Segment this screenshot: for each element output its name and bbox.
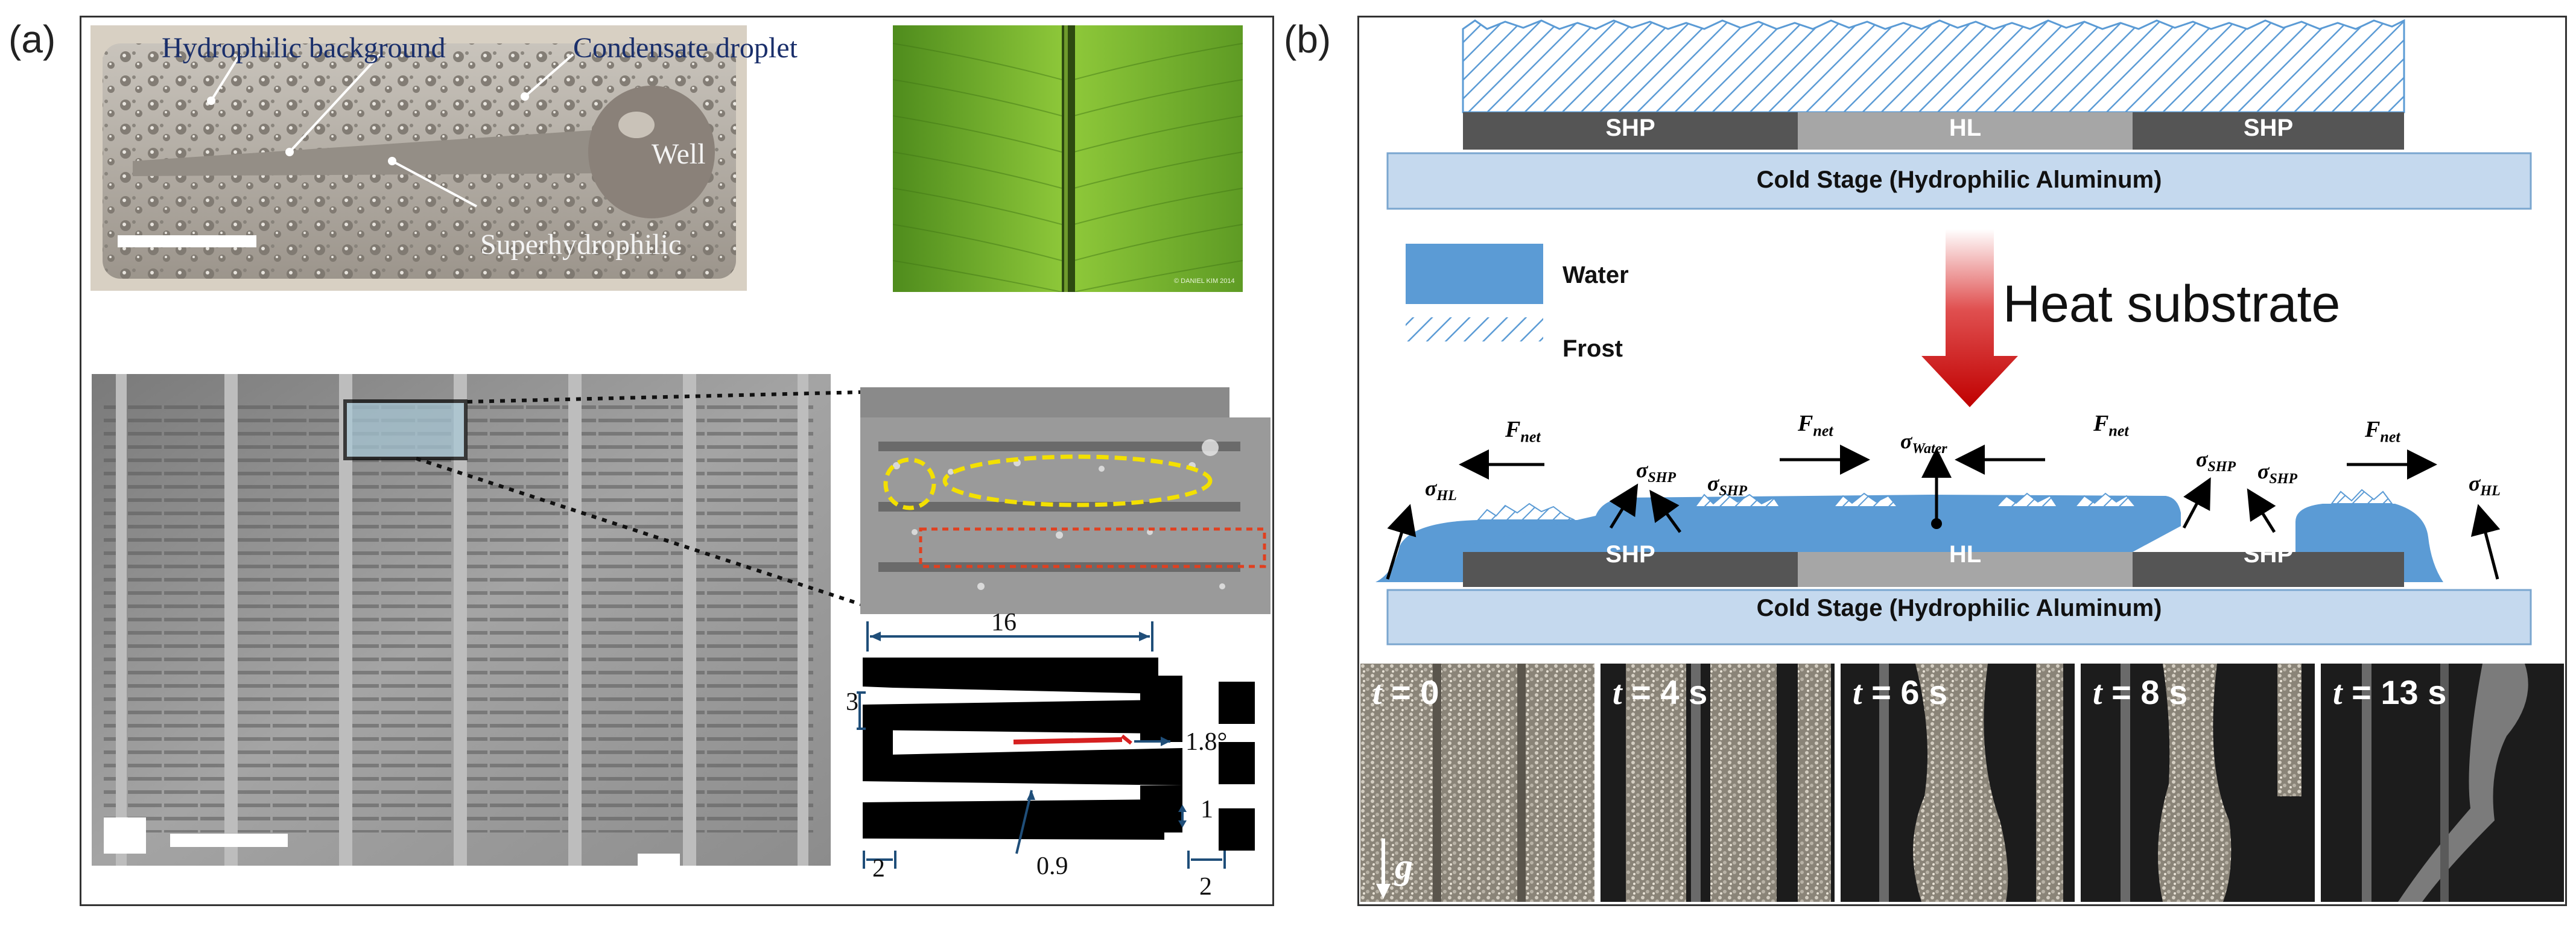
dim-1: 1 [1201,796,1213,823]
panel-b-label: (b) [1284,17,1331,61]
condensate-droplet-label: Condensate droplet [573,32,798,64]
comb-schematic [854,615,1279,893]
condensate-chip-photo [90,25,747,291]
dim-angle: 1.8° [1185,728,1228,756]
time-label-4: t = 13 s [2333,673,2447,712]
sigma-hl-right: σHL [2469,471,2501,499]
sigma-shp-3: σSHP [2196,447,2236,475]
leaf-watermark: © DANIEL KIM 2014 [1174,277,1235,285]
frame-t8 [2081,664,2315,902]
top-bar-shp-left: SHP [1605,115,1655,141]
legend-frost: Frost [1562,335,1623,362]
time-lapse-strip [1360,664,2564,902]
sigma-shp-2: σSHP [1707,471,1748,499]
legend-water: Water [1562,262,1629,288]
force-label-4: Fnet [2365,417,2400,446]
bottom-bar-hl: HL [1949,541,1982,568]
cold-stage-label-bottom: Cold Stage (Hydrophilic Aluminum) [1756,595,2162,621]
leaf-photo [892,25,1243,293]
frame-t6 [1841,664,2075,902]
bottom-schematic [1375,445,2532,645]
sigma-hl-left: σHL [1425,476,1457,504]
force-label-2: Fnet [1798,411,1833,440]
force-label-1: Fnet [1505,417,1541,446]
well-label: Well [652,138,706,170]
time-label-2: t = 6 s [1853,673,1948,712]
time-label-3: t = 8 s [2093,673,2188,712]
superhydrophilic-label: Superhydrophilic [480,229,682,261]
sigma-shp-1: σSHP [1636,458,1677,486]
top-schematic [1386,19,2532,341]
bottom-bar-shp-left: SHP [1605,541,1655,568]
heat-substrate-label: Heat substrate [2003,275,2341,333]
gravity-label: g [1395,846,1413,886]
frame-t4 [1600,664,1835,902]
dim-3: 3 [846,688,858,716]
heat-arrow [1921,229,2018,407]
time-label-1: t = 4 s [1613,673,1708,712]
dim-0-9: 0.9 [1036,852,1068,880]
dim-2-right: 2 [1199,873,1212,901]
hydrophilic-background-label: Hydrophilic background [162,32,446,64]
dim-2-left: 2 [872,855,885,883]
panel-a-label: (a) [8,17,56,61]
dim-16: 16 [991,609,1017,636]
sigma-shp-4: σSHP [2257,459,2298,487]
top-bar-shp-right: SHP [2243,115,2294,141]
time-label-0: t = 0 [1372,673,1439,712]
force-label-3: Fnet [2093,411,2129,440]
sigma-water: σWater [1900,429,1947,457]
top-bar-hl: HL [1949,115,1982,141]
frame-t0 [1360,664,1594,902]
frame-t13 [2321,664,2564,902]
zoom-inset-photo [860,387,1271,614]
bottom-bar-shp-right: SHP [2243,541,2294,568]
chip-array-photo [92,374,831,866]
cold-stage-label-top: Cold Stage (Hydrophilic Aluminum) [1756,166,2162,193]
